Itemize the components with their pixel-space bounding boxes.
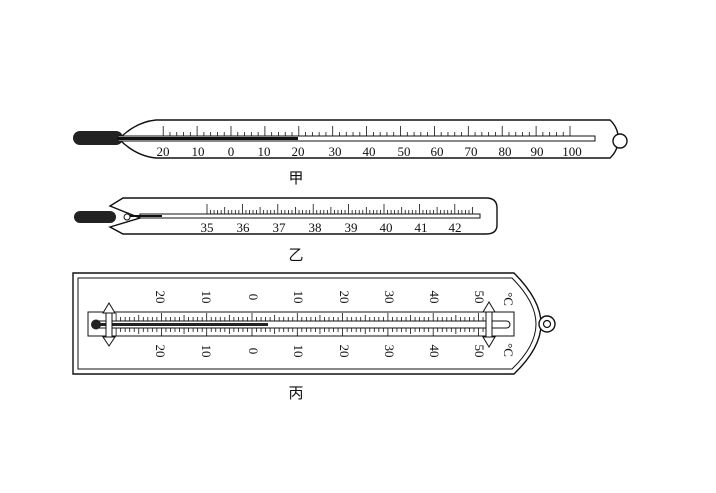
thermometer-yi-label: 42 bbox=[449, 220, 462, 235]
thermometer-bing-lower-label: 50 bbox=[472, 345, 487, 358]
thermometer-jia-label: 100 bbox=[562, 144, 582, 159]
thermometer-jia: 20 10 0 10 20 30 40 50 60 70 80 90 100 甲 bbox=[73, 119, 628, 187]
thermometer-bing-upper-labels: 20 10 0 10 20 30 40 50 °C bbox=[153, 291, 516, 306]
thermometer-bing: 20 10 0 10 20 30 40 50 °C 20 10 0 10 20 … bbox=[72, 272, 556, 402]
thermometer-bing-upper-label: 50 bbox=[472, 291, 487, 304]
thermometer-yi-liquid bbox=[130, 215, 162, 217]
thermometer-yi-ticks bbox=[206, 204, 473, 214]
thermometer-bing-upper-label: 30 bbox=[382, 291, 397, 304]
thermometer-jia-label: 90 bbox=[531, 144, 544, 159]
thermometer-yi-caption: 乙 bbox=[288, 246, 303, 264]
thermometer-bing-upper-label: 10 bbox=[291, 291, 306, 304]
thermometer-bing-lower-label: 20 bbox=[153, 345, 168, 358]
thermometer-jia-label: 50 bbox=[398, 144, 411, 159]
thermometer-jia-label: 0 bbox=[228, 144, 235, 159]
thermometer-bing-upper-label: 10 bbox=[199, 291, 214, 304]
thermometer-yi-bulb bbox=[74, 211, 116, 223]
thermometer-yi: 35 36 37 38 39 40 41 42 乙 bbox=[74, 197, 498, 264]
thermometer-yi-constriction bbox=[123, 213, 131, 221]
thermometer-bing-left-clamp bbox=[102, 302, 116, 347]
thermometer-jia-label: 20 bbox=[157, 144, 170, 159]
thermometer-bing-ticks bbox=[115, 313, 488, 336]
thermometer-bing-upper-unit: °C bbox=[501, 292, 516, 306]
thermometer-jia-label: 10 bbox=[258, 144, 271, 159]
thermometer-jia-label: 70 bbox=[465, 144, 478, 159]
thermometer-jia-label: 30 bbox=[329, 144, 342, 159]
thermometer-yi-label: 39 bbox=[345, 220, 358, 235]
thermometer-jia-hang-hole bbox=[612, 133, 628, 149]
thermometer-bing-lower-label: 30 bbox=[382, 345, 397, 358]
thermometer-jia-label: 80 bbox=[499, 144, 512, 159]
thermometer-bing-liquid bbox=[96, 323, 268, 326]
thermometer-jia-label: 20 bbox=[292, 144, 305, 159]
thermometer-jia-label: 40 bbox=[363, 144, 376, 159]
thermometer-yi-label: 41 bbox=[415, 220, 428, 235]
thermometer-yi-label: 40 bbox=[380, 220, 393, 235]
thermometer-bing-upper-label: 20 bbox=[153, 291, 168, 304]
thermometer-yi-label: 36 bbox=[237, 220, 251, 235]
thermometer-bing-lower-label: 10 bbox=[291, 345, 306, 358]
thermometer-bing-lower-label: 40 bbox=[427, 345, 442, 358]
thermometer-yi-label: 37 bbox=[273, 220, 287, 235]
thermometer-bing-lower-label: 10 bbox=[199, 345, 214, 358]
thermometer-bing-lower-label: 0 bbox=[246, 348, 261, 355]
thermometer-bing-lower-labels: 20 10 0 10 20 30 40 50 °C bbox=[153, 343, 516, 357]
thermometer-jia-ticks bbox=[162, 126, 571, 136]
thermometer-jia-caption: 甲 bbox=[288, 169, 303, 187]
thermometer-bing-hang-hole bbox=[542, 319, 552, 329]
thermometer-bing-right-clamp bbox=[482, 301, 496, 348]
thermometer-jia-liquid bbox=[118, 137, 298, 140]
thermometer-jia-label: 10 bbox=[192, 144, 205, 159]
thermometer-bing-upper-label: 0 bbox=[246, 294, 261, 301]
thermometer-bing-inner-frame bbox=[77, 277, 537, 370]
thermometer-bing-upper-label: 20 bbox=[337, 291, 352, 304]
thermometer-yi-label: 38 bbox=[309, 220, 322, 235]
thermometer-jia-bulb bbox=[73, 131, 123, 145]
thermometer-jia-label: 60 bbox=[431, 144, 444, 159]
thermometer-yi-capillary bbox=[139, 213, 481, 219]
thermometer-bing-lower-unit: °C bbox=[501, 343, 516, 357]
thermometer-bing-upper-label: 40 bbox=[427, 291, 442, 304]
thermometer-bing-lower-label: 20 bbox=[337, 345, 352, 358]
thermometer-yi-label: 35 bbox=[201, 220, 214, 235]
thermometer-bing-caption: 丙 bbox=[288, 384, 303, 402]
